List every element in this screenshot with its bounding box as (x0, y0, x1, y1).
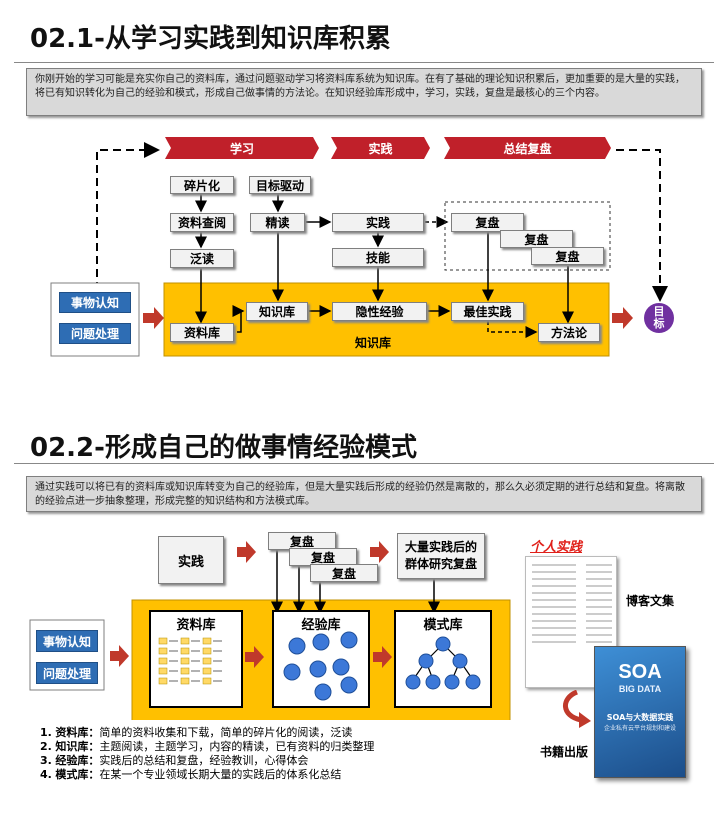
curved-arrow-icon (563, 690, 591, 728)
button-problem-handling-2[interactable]: 问题处理 (36, 662, 98, 684)
book-big-data: BIG DATA (618, 684, 662, 694)
section2-title: 02.2-形成自己的做事情经验模式 (30, 433, 417, 463)
ribbon-practice: 实践 (368, 141, 393, 156)
personal-practice-label: 个人实践 (530, 540, 583, 555)
box-review-1: 复盘 (451, 213, 524, 232)
button-problem-handling[interactable]: 问题处理 (59, 323, 131, 344)
ribbon-learn: 学习 (229, 141, 254, 156)
box-skill: 技能 (332, 248, 424, 267)
ribbon-review: 总结复盘 (503, 141, 552, 156)
box-goal-driven: 目标驱动 (249, 176, 311, 194)
box-material-base: 资料库 (170, 323, 234, 342)
box-review-2: 复盘 (500, 230, 573, 248)
box-review-3: 复盘 (531, 247, 604, 265)
button-things-cognition[interactable]: 事物认知 (59, 292, 131, 313)
section1-title: 02.1-从学习实践到知识库积累 (30, 24, 391, 54)
box-skim: 泛读 (170, 249, 234, 268)
section1-intro: 你刚开始的学习可能是充实你自己的资料库，通过问题驱动学习将资料库系统为知识库。在… (26, 68, 702, 116)
section2-intro: 通过实践可以将已有的资料库或知识库转变为自己的经验库，但是大量实践后形成的经验仍… (26, 476, 702, 512)
section1-diagram (50, 137, 674, 357)
box-review-b: 复盘 (289, 548, 357, 566)
book-publish-label: 书籍出版 (540, 745, 589, 759)
list-item-2: 2. 知识库：主题阅读，主题学习，内容的精读，已有资料的归类整理 (40, 740, 375, 753)
list-item-3: 3. 经验库：实践后的总结和复盘，经验教训，心得体会 (40, 754, 309, 767)
store-pattern: 模式库 (423, 618, 463, 633)
section2-divider (14, 463, 714, 464)
box-tacit-experience: 隐性经验 (332, 302, 427, 321)
box-best-practice: 最佳实践 (451, 302, 524, 321)
store-definition-list: 1. 资料库：简单的资料收集和下载，简单的碎片化的阅读，泛读 2. 知识库：主题… (40, 726, 540, 782)
blog-page-thumbnail (525, 556, 617, 688)
box-methodology: 方法论 (538, 323, 600, 342)
yellow-area-label: 知识库 (355, 336, 392, 350)
box-group-review: 大量实践后的 群体研究复盘 (397, 533, 485, 579)
button-things-cognition-2[interactable]: 事物认知 (36, 630, 98, 652)
box-review-c: 复盘 (310, 564, 378, 582)
blog-label: 博客文集 (626, 594, 675, 608)
box-material-lookup: 资料查阅 (170, 213, 234, 232)
book-cover: SOA BIG DATA SOA与大数据实践 企业私有云平台规划和建设 (594, 646, 686, 778)
store-material: 资料库 (176, 618, 216, 633)
ribbon-practice-shape (331, 137, 430, 159)
box-practice: 实践 (332, 213, 424, 232)
book-cn-sub: 企业私有云平台规划和建设 (603, 725, 676, 732)
ribbon-review-shape (444, 137, 611, 159)
box-intensive-read: 精读 (250, 213, 305, 232)
book-soa: SOA (618, 661, 662, 683)
box-knowledge-base: 知识库 (246, 302, 308, 321)
box-fragment: 碎片化 (170, 176, 234, 194)
list-item-1: 1. 资料库：简单的资料收集和下载，简单的碎片化的阅读，泛读 (40, 726, 353, 739)
ribbon-learn-shape (165, 137, 319, 159)
section1-divider (14, 62, 714, 63)
list-item-4: 4. 模式库：在某一个专业领域长期大量的实践后的体系化总结 (40, 768, 342, 781)
box-practice-2: 实践 (158, 536, 224, 584)
target-label: 目标 (653, 305, 665, 330)
store-experience: 经验库 (301, 618, 341, 633)
book-cn-title: SOA与大数据实践 (606, 713, 674, 722)
